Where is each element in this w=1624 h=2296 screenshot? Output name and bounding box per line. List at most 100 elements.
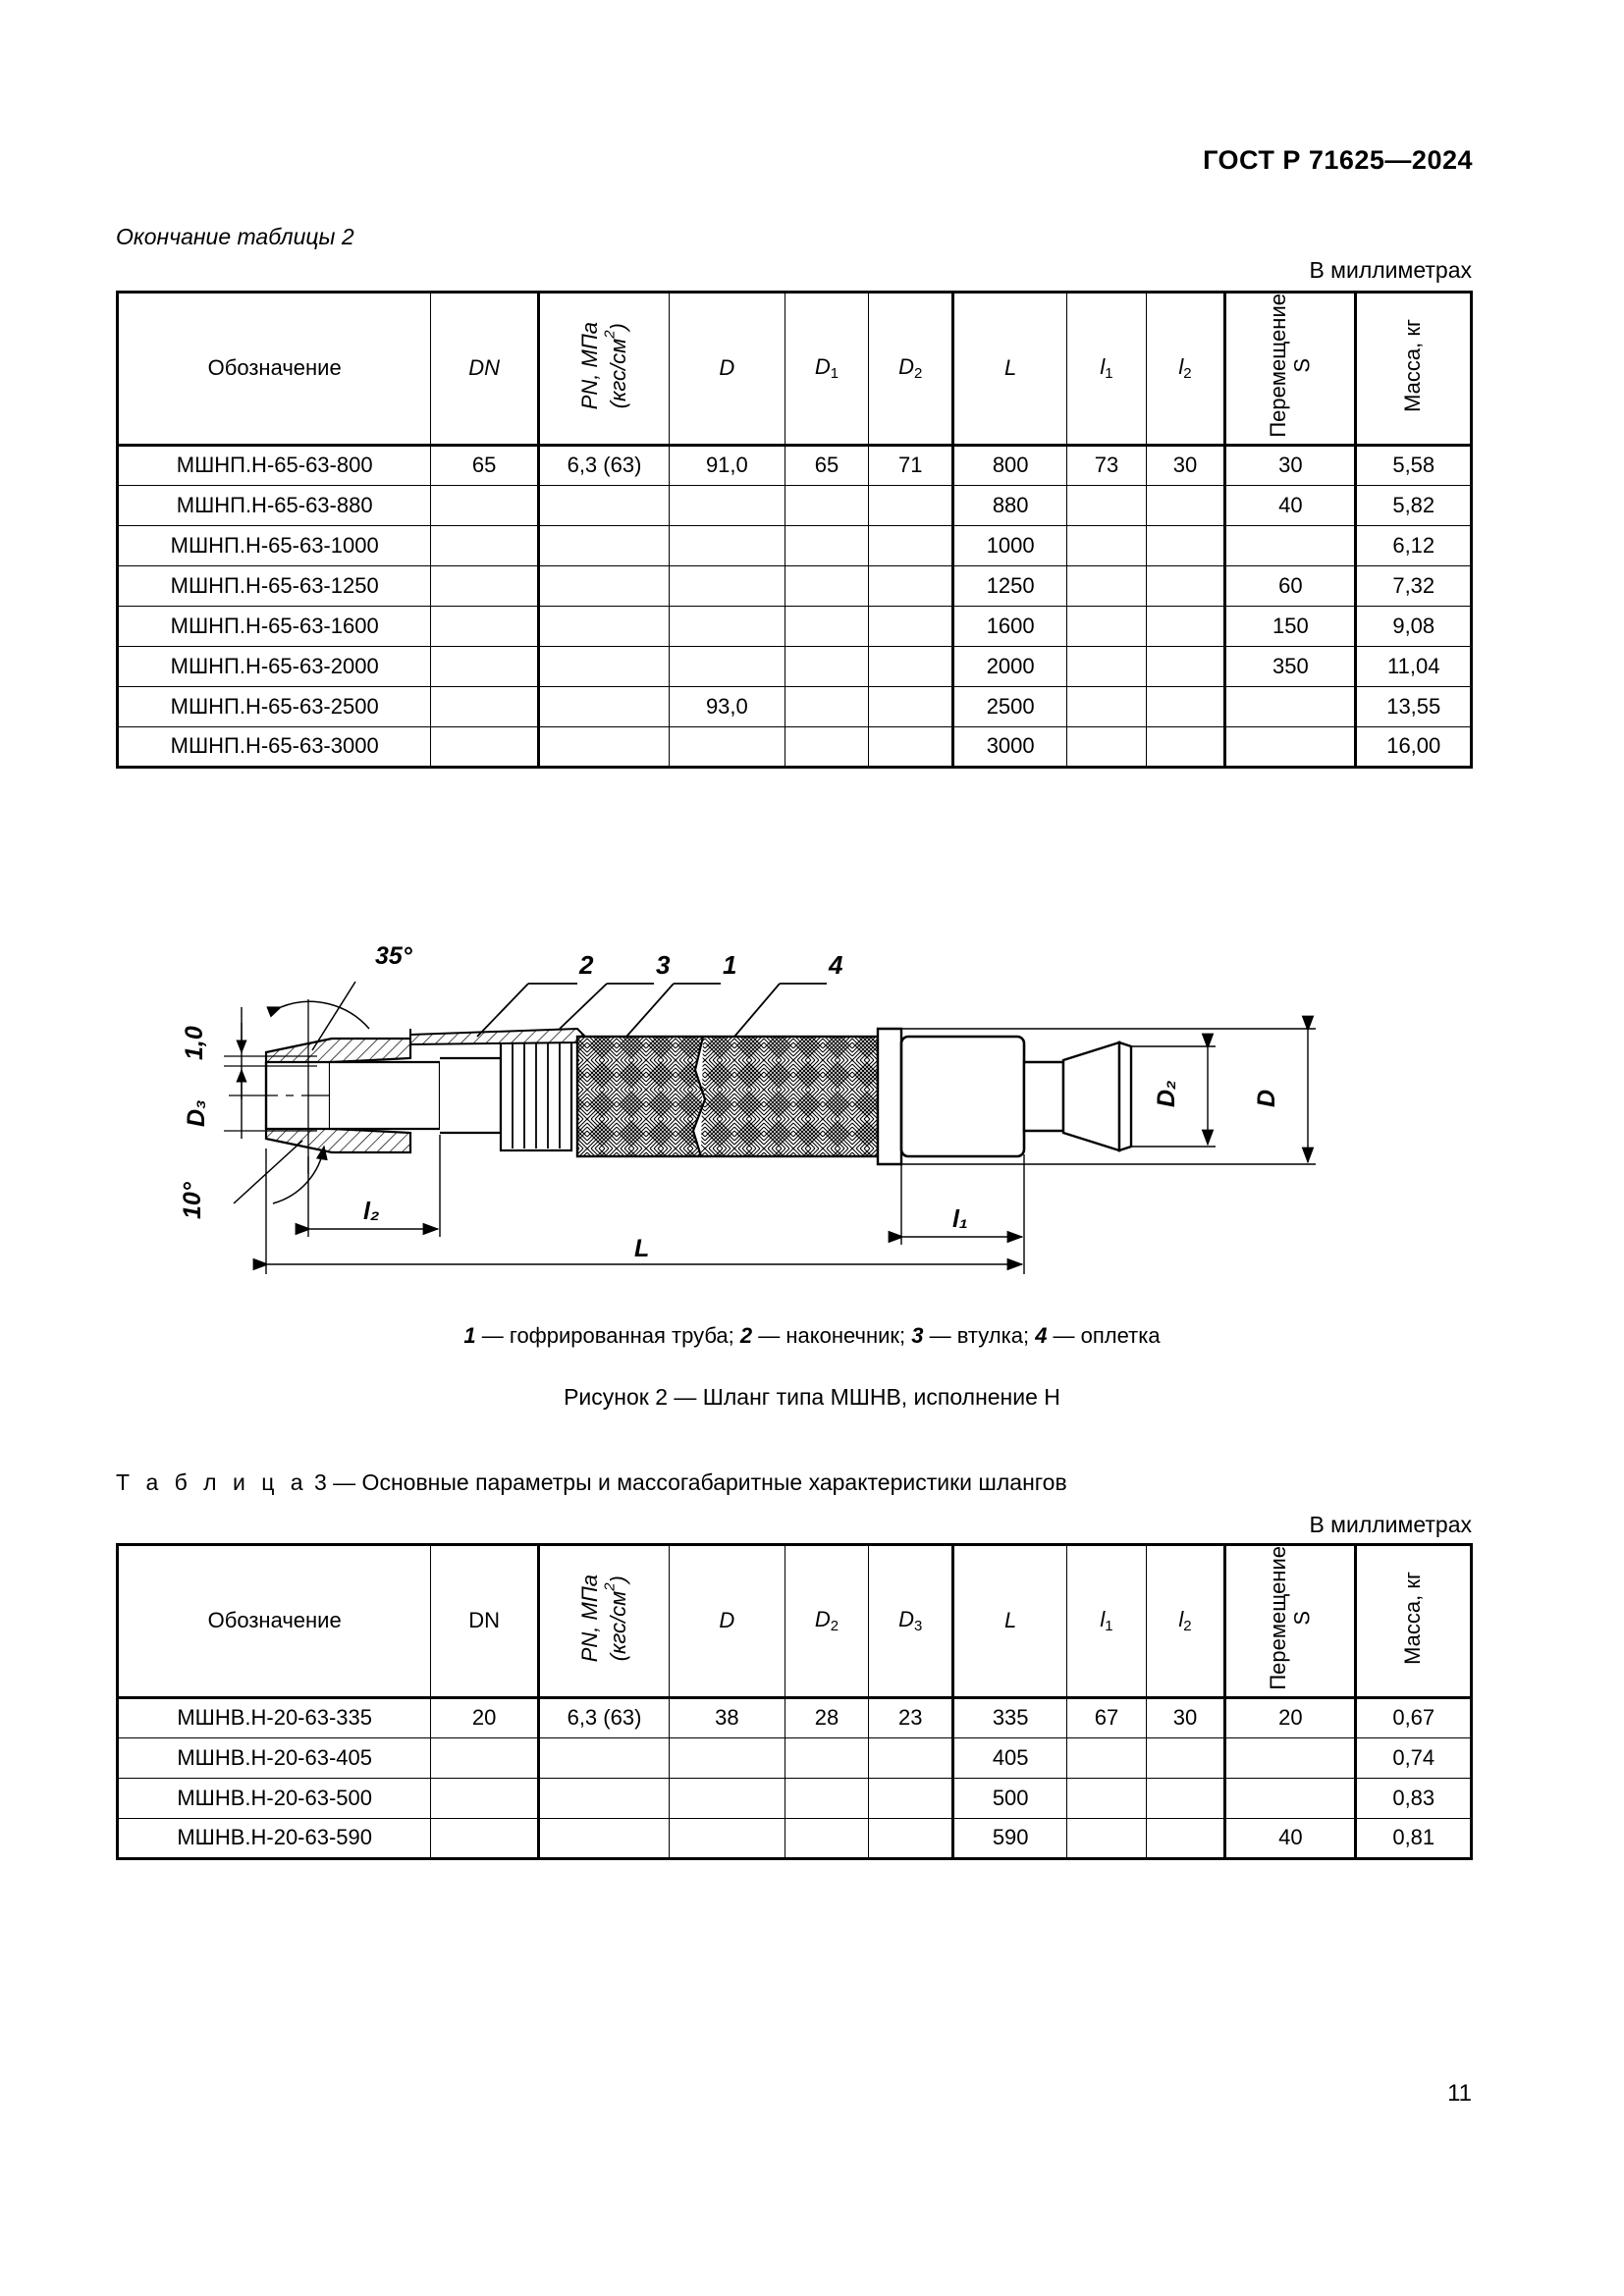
t3-col-pn: PN, МПа(кгс/см2)	[536, 1543, 671, 1699]
cell-pn	[536, 685, 671, 727]
cell-d1	[784, 564, 870, 607]
t2-col-d2: D2	[868, 291, 954, 447]
dim-l2: l₂	[363, 1198, 379, 1225]
cell-d3	[868, 1777, 954, 1819]
cell-d	[669, 524, 785, 566]
cell-l: 1600	[951, 605, 1068, 647]
cell-d	[669, 1777, 785, 1819]
t2-col-l-label: L	[1004, 355, 1017, 381]
legend-text-3: — втулка;	[923, 1323, 1036, 1348]
cell-mass: 7,32	[1354, 564, 1473, 607]
cell-d1	[784, 645, 870, 687]
t2-col-mass-label: Масса, кг	[1400, 318, 1426, 412]
cell-l1: 73	[1066, 444, 1147, 486]
cell-d: 38	[669, 1696, 785, 1738]
cell-d2	[868, 725, 954, 769]
cell-d3: 23	[868, 1696, 954, 1738]
cell-pn	[536, 725, 671, 769]
cell-d2: 28	[784, 1696, 870, 1738]
table3-caption: Т а б л и ц а 3 — Основные параметры и м…	[116, 1469, 1067, 1496]
cell-d: 93,0	[669, 685, 785, 727]
cell-l2	[1145, 605, 1226, 647]
cell-mass: 0,74	[1354, 1736, 1473, 1779]
cell-l1	[1066, 725, 1147, 769]
t2-col-d-label: D	[719, 355, 735, 381]
cell-l: 3000	[951, 725, 1068, 769]
cell-d1: 65	[784, 444, 870, 486]
cell-d3	[868, 1736, 954, 1779]
cell-d2	[868, 645, 954, 687]
t3-col-designation: Обозначение	[115, 1543, 432, 1699]
cell-s: 30	[1223, 444, 1357, 486]
t2-col-designation-label: Обозначение	[207, 355, 342, 381]
cell-designation: МШНП.Н-65-63-2000	[115, 645, 432, 687]
legend-index-2: 2	[739, 1323, 753, 1348]
cell-l: 880	[951, 484, 1068, 526]
cell-designation: МШНВ.Н-20-63-590	[115, 1817, 432, 1860]
t3-col-d: D	[669, 1543, 785, 1699]
cell-pn: 6,3 (63)	[536, 444, 671, 486]
cell-l1	[1066, 524, 1147, 566]
table2-caption: Окончание таблицы 2	[116, 224, 354, 249]
t3-col-dn: DN	[430, 1543, 539, 1699]
callout-4: 4	[828, 950, 843, 980]
t2-col-d1: D1	[784, 291, 870, 447]
cell-dn	[430, 484, 539, 526]
right-flare-cone	[1061, 1041, 1121, 1152]
hose-assembly-drawing: 35° 2 3 1 4 1,0 D₃ 10° l₂ L l₁ D₂ D	[179, 942, 1316, 1274]
cell-l2: 30	[1145, 444, 1226, 486]
cell-mass: 9,08	[1354, 605, 1473, 647]
figure-2-caption: Рисунок 2 — Шланг типа МШНВ, исполнение …	[564, 1384, 1060, 1410]
t3-col-l-label: L	[1004, 1608, 1017, 1633]
t2-col-dn-label: DN	[468, 355, 500, 381]
t2-col-mass: Масса, кг	[1354, 291, 1473, 447]
t2-col-l2: l2	[1145, 291, 1226, 447]
cell-l: 1250	[951, 564, 1068, 607]
cell-d	[669, 725, 785, 769]
table-3: Обозначение DN PN, МПа(кгс/см2) D D2 D3	[115, 1543, 1473, 1860]
cell-mass: 16,00	[1354, 725, 1473, 769]
cell-l2	[1145, 645, 1226, 687]
nipple-lower-wall	[264, 1127, 412, 1154]
cell-s: 40	[1223, 484, 1357, 526]
legend-text-4: — оплетка	[1047, 1323, 1161, 1348]
table2-units-note: В миллиметрах	[1309, 257, 1472, 283]
cell-l2: 30	[1145, 1696, 1226, 1738]
cell-l1	[1066, 484, 1147, 526]
t2-col-designation: Обозначение	[115, 291, 432, 447]
cell-pn	[536, 1817, 671, 1860]
cell-designation: МШНП.Н-65-63-2500	[115, 685, 432, 727]
cell-l: 590	[951, 1817, 1068, 1860]
cell-l2	[1145, 725, 1226, 769]
cell-l2	[1145, 1817, 1226, 1860]
cell-d1	[784, 725, 870, 769]
t3-col-l1: l1	[1066, 1543, 1147, 1699]
cell-mass: 13,55	[1354, 685, 1473, 727]
dim-L: L	[634, 1235, 649, 1262]
t3-col-pn-label: PN, МПа(кгс/см2)	[576, 1574, 630, 1662]
t2-col-d2-label: D2	[898, 354, 923, 383]
cell-s	[1223, 1777, 1357, 1819]
cell-pn	[536, 484, 671, 526]
cell-s: 20	[1223, 1696, 1357, 1738]
cell-dn	[430, 1817, 539, 1860]
dim-angle-10: 10°	[179, 1181, 206, 1219]
cell-l1	[1066, 1817, 1147, 1860]
cell-d1	[784, 685, 870, 727]
cell-d2	[784, 1736, 870, 1779]
t3-col-d2: D2	[784, 1543, 870, 1699]
table-2: Обозначение DN PN, МПа(кгс/см2) D D1 D2	[115, 291, 1473, 769]
cell-mass: 11,04	[1354, 645, 1473, 687]
dim-D: D	[1253, 1090, 1280, 1107]
cell-d3	[868, 1817, 954, 1860]
cell-mass: 6,12	[1354, 524, 1473, 566]
